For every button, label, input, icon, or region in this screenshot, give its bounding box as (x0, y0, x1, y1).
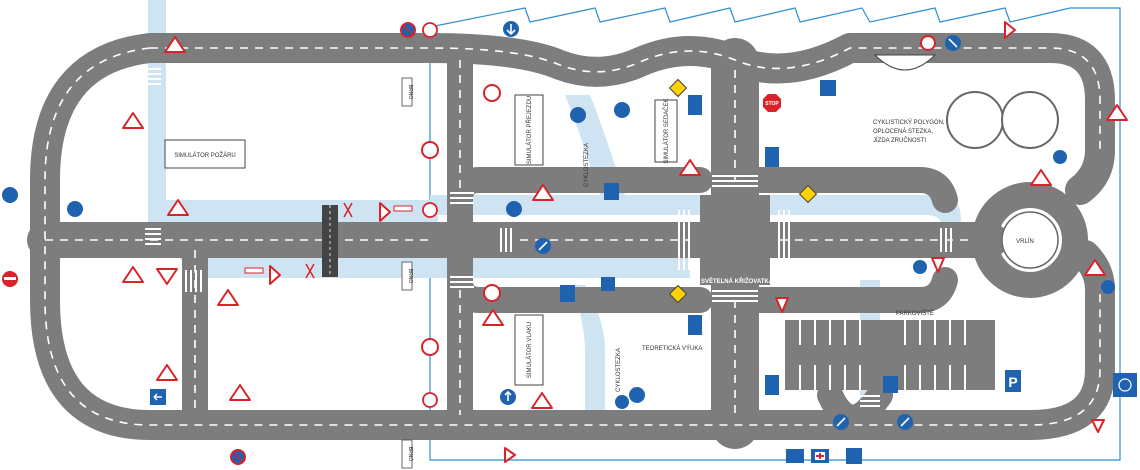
give-way-icon (775, 297, 789, 313)
warning-triangle-icon (164, 36, 186, 53)
fire-simulator-label: SIMULÁTOR POŽÁRU (174, 151, 236, 159)
prohibitory-signs: STOP (2, 22, 936, 465)
railroad-simulator-label: SIMULÁTOR VLAKU (526, 322, 533, 378)
traffic-light-crossing-label: SVĚTELNÁ KŘIŽOVATKA (701, 277, 774, 285)
warning-triangle-icon (229, 384, 251, 401)
brno-label-2: BRNO (407, 269, 413, 284)
turn-left-icon (67, 201, 83, 217)
warning-triangle-icon (1030, 169, 1052, 186)
warning-triangle-icon (532, 184, 554, 201)
brno-plate-2 (401, 261, 413, 291)
hatched-island (873, 54, 937, 71)
traffic-light-intersection (700, 195, 770, 285)
pedestrian-crossing-icon (883, 376, 898, 393)
crossing-simulator-box (514, 94, 544, 166)
priority-road-icon (668, 284, 688, 304)
railroad-crossing (322, 205, 338, 277)
no-right-turn-icon (483, 284, 501, 302)
parking-icon (1005, 370, 1021, 392)
warning-triangle-icon (217, 289, 239, 306)
cycling-polygon-label-2: OPLOCENÁ STEZKA, (873, 128, 933, 135)
lane-markings (44, 47, 1101, 426)
warning-triangle-icon (1084, 259, 1106, 276)
warning-triangle-icon (156, 268, 178, 285)
bike-path-label-1: CYKLOSTEZKA (584, 143, 590, 187)
roundabout-icon (1101, 280, 1115, 294)
warning-triangle-icon (482, 309, 504, 326)
cycling-polygon-label-3: JÍZDA ZRUČNOSTI (873, 137, 926, 144)
warning-triangle-icon (1004, 21, 1016, 39)
warning-triangle-icon (156, 364, 178, 381)
roundabout-junction-icon (1113, 373, 1137, 397)
parking-sign-letter: P (1008, 374, 1017, 390)
zebra-crossings (145, 68, 952, 407)
pedestrian-crossing-icon (846, 448, 862, 464)
roundabout-center (1001, 211, 1059, 269)
sidewalk-simulator-label: SIMULÁTOR SEDAČEK (663, 98, 670, 163)
lane-direction-icon (688, 95, 702, 115)
roundabout-icon (1053, 150, 1067, 164)
pedestrian-crossing-icon (560, 285, 575, 302)
priority-road-signs (668, 78, 818, 304)
stop-sign-label: STOP (765, 101, 779, 107)
no-left-turn-icon (421, 141, 439, 159)
priority-road-icon (798, 184, 818, 204)
railroad-crossing-markers (305, 202, 353, 279)
roundabout-icon (913, 260, 927, 274)
crossing-simulator-label: SIMULÁTOR PŘEJEZDU (525, 96, 533, 164)
info-sign-details: P (153, 374, 1132, 460)
bicycle-pedestrian-icon (614, 102, 630, 118)
bicycle-pedestrian-icon (615, 395, 629, 409)
bicycle-icon (629, 387, 645, 403)
railroad-simulator-box (514, 314, 544, 386)
split-arrow-icon (506, 201, 522, 217)
brno-label-1: BRNO (407, 85, 413, 100)
turn-left-icon (2, 187, 18, 203)
railroad-barriers (244, 205, 413, 274)
lane-direction-icon (688, 315, 702, 335)
fence-outline (429, 7, 1121, 461)
bike-path-label-2: CYKLOSTEZKA (616, 348, 622, 392)
info-sign-bottom-1 (786, 449, 804, 463)
polygon-circle-right (1001, 91, 1059, 149)
vlun-label: VRLÍN (1016, 238, 1034, 245)
lane-direction-icon (765, 375, 779, 395)
tram-icon (601, 277, 615, 291)
pedestrian-crossing-icon (604, 183, 619, 200)
brno-plate-3 (401, 439, 413, 469)
warning-triangle-icon (504, 447, 516, 463)
cycling-polygon-label-1: CYKLISTICKÝ POLYGON, (873, 119, 945, 126)
give-way-icon (931, 257, 945, 273)
simulator-areas (164, 54, 1059, 469)
warning-triangles (122, 21, 1128, 463)
warning-triangle-icon (1106, 104, 1128, 121)
map-labels: SIMULÁTOR POŽÁRU SIMULÁTOR PŘEJEZDU SIMU… (174, 85, 1034, 462)
no-left-turn-icon (421, 338, 439, 356)
warning-triangle-icon (269, 265, 281, 285)
no-right-turn-icon (483, 84, 501, 102)
theory-lesson-label: TEORETICKÁ VÝUKA (642, 345, 702, 352)
polygon-circle-left (946, 91, 1004, 149)
parking-label: PARKOVIŠTĚ (896, 309, 934, 317)
brno-label-3: BRNO (407, 447, 413, 462)
fire-simulator-box (164, 139, 246, 169)
warning-triangle-icon (679, 159, 701, 176)
bicycle-icon (570, 107, 586, 123)
fence-posts (422, 22, 438, 408)
warning-triangle-icon (122, 112, 144, 129)
stop-sign-icon (763, 94, 781, 112)
lane-direction-icon (765, 147, 779, 167)
warning-triangle-icon (1091, 419, 1105, 433)
sidewalk-simulator-box (654, 99, 678, 163)
one-way-icon (820, 80, 836, 96)
warning-triangle-icon (122, 266, 144, 283)
priority-road-icon (668, 78, 688, 98)
no-overtaking-icon (920, 35, 936, 51)
warning-triangle-icon (167, 199, 189, 216)
warning-triangle-icon (531, 392, 553, 409)
mandatory-sign-arrows (504, 24, 958, 427)
warning-triangle-icon (379, 202, 391, 222)
brno-plate-1 (401, 77, 413, 107)
